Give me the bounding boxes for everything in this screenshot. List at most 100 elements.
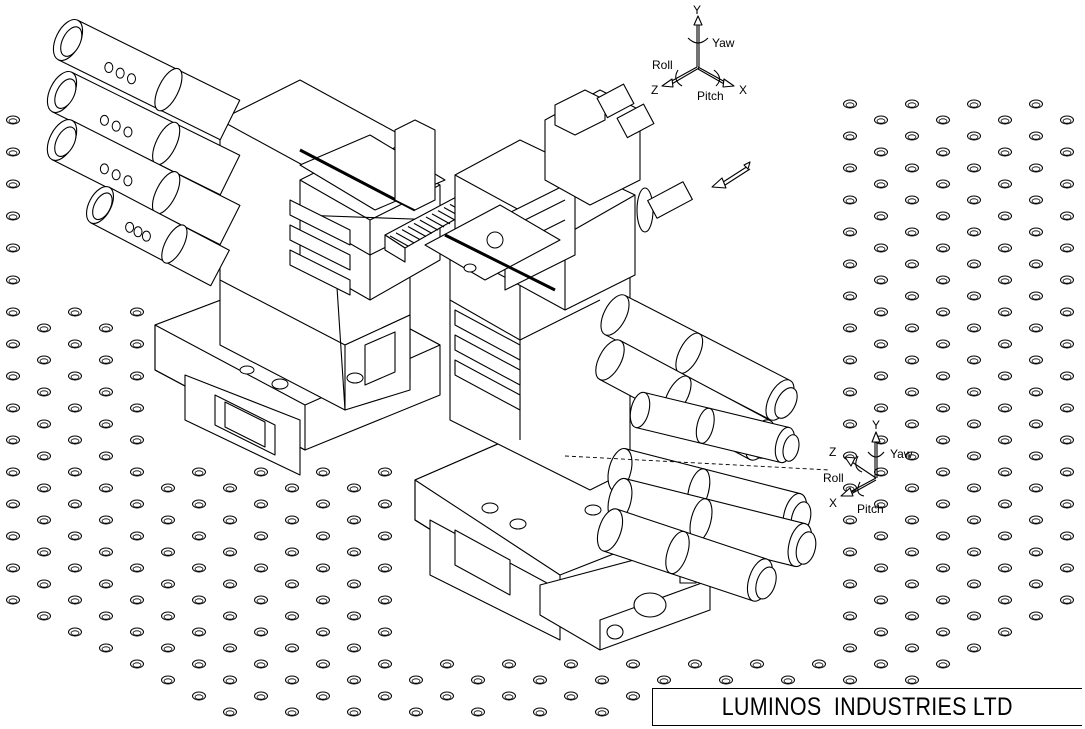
- breadboard-hole-icon: [936, 467, 950, 477]
- breadboard-hole-icon: [936, 371, 950, 381]
- breadboard-hole-icon: [1060, 275, 1074, 285]
- breadboard-hole-icon: [967, 483, 981, 493]
- right-actuators: [595, 294, 817, 602]
- breadboard-hole-icon: [843, 291, 857, 301]
- breadboard-hole-icon: [6, 435, 20, 445]
- breadboard-hole-icon: [936, 499, 950, 509]
- breadboard-hole-icon: [254, 499, 268, 509]
- breadboard-hole-icon: [1029, 483, 1043, 493]
- breadboard-hole-icon: [378, 467, 392, 477]
- breadboard-hole-icon: [1060, 403, 1074, 413]
- breadboard-hole-icon: [998, 307, 1012, 317]
- breadboard-hole-icon: [37, 451, 51, 461]
- breadboard-hole-icon: [6, 339, 20, 349]
- breadboard-hole-icon: [967, 451, 981, 461]
- company-name: LUMINOS INDUSTRIES LTD: [721, 692, 1014, 721]
- breadboard-hole-icon: [99, 451, 113, 461]
- breadboard-hole-icon: [347, 483, 361, 493]
- breadboard-hole-icon: [1060, 371, 1074, 381]
- breadboard-hole-icon: [998, 371, 1012, 381]
- breadboard-hole-icon: [99, 483, 113, 493]
- rotation-arrow-icon: [687, 37, 709, 44]
- breadboard-hole-icon: [905, 419, 919, 429]
- breadboard-hole-icon: [874, 307, 888, 317]
- breadboard-hole-icon: [936, 307, 950, 317]
- right-actuator-3: [629, 391, 800, 464]
- breadboard-hole-icon: [936, 275, 950, 285]
- breadboard-hole-icon: [1029, 451, 1043, 461]
- top-pitch-label: Pitch: [697, 89, 724, 103]
- breadboard-hole-icon: [1060, 499, 1074, 509]
- breadboard-hole-icon: [843, 323, 857, 333]
- left-actuator-2: [46, 71, 241, 196]
- breadboard-hole-icon: [967, 419, 981, 429]
- breadboard-hole-icon: [130, 307, 144, 317]
- breadboard-hole-icon: [905, 387, 919, 397]
- breadboard-hole-icon: [6, 307, 20, 317]
- right-roll-label: Roll: [823, 471, 844, 485]
- breadboard-holes: [6, 99, 1074, 717]
- breadboard-hole-icon: [874, 403, 888, 413]
- axis-triad-top: Y Yaw Roll Z Pitch X: [651, 3, 747, 103]
- breadboard-hole-icon: [998, 339, 1012, 349]
- breadboard-hole-icon: [37, 323, 51, 333]
- breadboard-hole-icon: [905, 291, 919, 301]
- breadboard-hole-icon: [936, 435, 950, 445]
- breadboard-hole-icon: [905, 483, 919, 493]
- top-z-label: Z: [651, 83, 658, 97]
- breadboard-hole-icon: [843, 355, 857, 365]
- left-actuator-1: [52, 19, 241, 141]
- breadboard-hole-icon: [1060, 467, 1074, 477]
- breadboard-hole-icon: [68, 499, 82, 509]
- breadboard-hole-icon: [1060, 435, 1074, 445]
- breadboard-hole-icon: [130, 467, 144, 477]
- breadboard-hole-icon: [130, 435, 144, 445]
- breadboard-hole-icon: [843, 419, 857, 429]
- breadboard-hole-icon: [99, 419, 113, 429]
- left-actuators: [46, 19, 241, 287]
- breadboard-hole-icon: [1029, 259, 1043, 269]
- title-block: LUMINOS INDUSTRIES LTD: [652, 688, 1082, 726]
- breadboard-hole-icon: [6, 467, 20, 477]
- breadboard-hole-icon: [6, 275, 20, 285]
- breadboard-hole-icon: [936, 339, 950, 349]
- breadboard-hole-icon: [192, 467, 206, 477]
- breadboard-hole-icon: [905, 355, 919, 365]
- left-actuator-4: [85, 186, 230, 287]
- breadboard-hole-icon: [192, 499, 206, 509]
- breadboard-hole-icon: [37, 355, 51, 365]
- breadboard-hole-icon: [6, 371, 20, 381]
- left-actuator-3: [46, 119, 241, 246]
- breadboard-hole-icon: [68, 467, 82, 477]
- breadboard-hole-icon: [874, 339, 888, 349]
- right-y-label: Y: [872, 418, 880, 432]
- right-stage: [414, 83, 711, 651]
- breadboard-hole-icon: [130, 499, 144, 509]
- breadboard-hole-icon: [905, 323, 919, 333]
- breadboard-hole-icon: [843, 387, 857, 397]
- breadboard-hole-icon: [1029, 355, 1043, 365]
- breadboard-hole-icon: [68, 403, 82, 413]
- right-pitch-label: Pitch: [857, 502, 884, 516]
- breadboard-hole-icon: [37, 419, 51, 429]
- beam-direction-arrow-icon: [711, 161, 751, 189]
- breadboard-hole-icon: [99, 323, 113, 333]
- breadboard-hole-icon: [998, 403, 1012, 413]
- breadboard-hole-icon: [967, 291, 981, 301]
- breadboard-hole-icon: [130, 339, 144, 349]
- top-roll-label: Roll: [652, 58, 673, 72]
- right-actuator-6: [596, 508, 777, 602]
- breadboard-hole-icon: [68, 435, 82, 445]
- breadboard-hole-icon: [905, 259, 919, 269]
- breadboard-hole-icon: [1029, 419, 1043, 429]
- breadboard-hole-icon: [254, 467, 268, 477]
- breadboard-hole-icon: [1029, 291, 1043, 301]
- top-yaw-label: Yaw: [712, 36, 735, 50]
- right-yaw-label: Yaw: [890, 447, 913, 461]
- breadboard-hole-icon: [378, 499, 392, 509]
- breadboard-hole-icon: [874, 371, 888, 381]
- breadboard-hole-icon: [998, 275, 1012, 285]
- breadboard-hole-icon: [37, 387, 51, 397]
- breadboard-hole-icon: [316, 467, 330, 477]
